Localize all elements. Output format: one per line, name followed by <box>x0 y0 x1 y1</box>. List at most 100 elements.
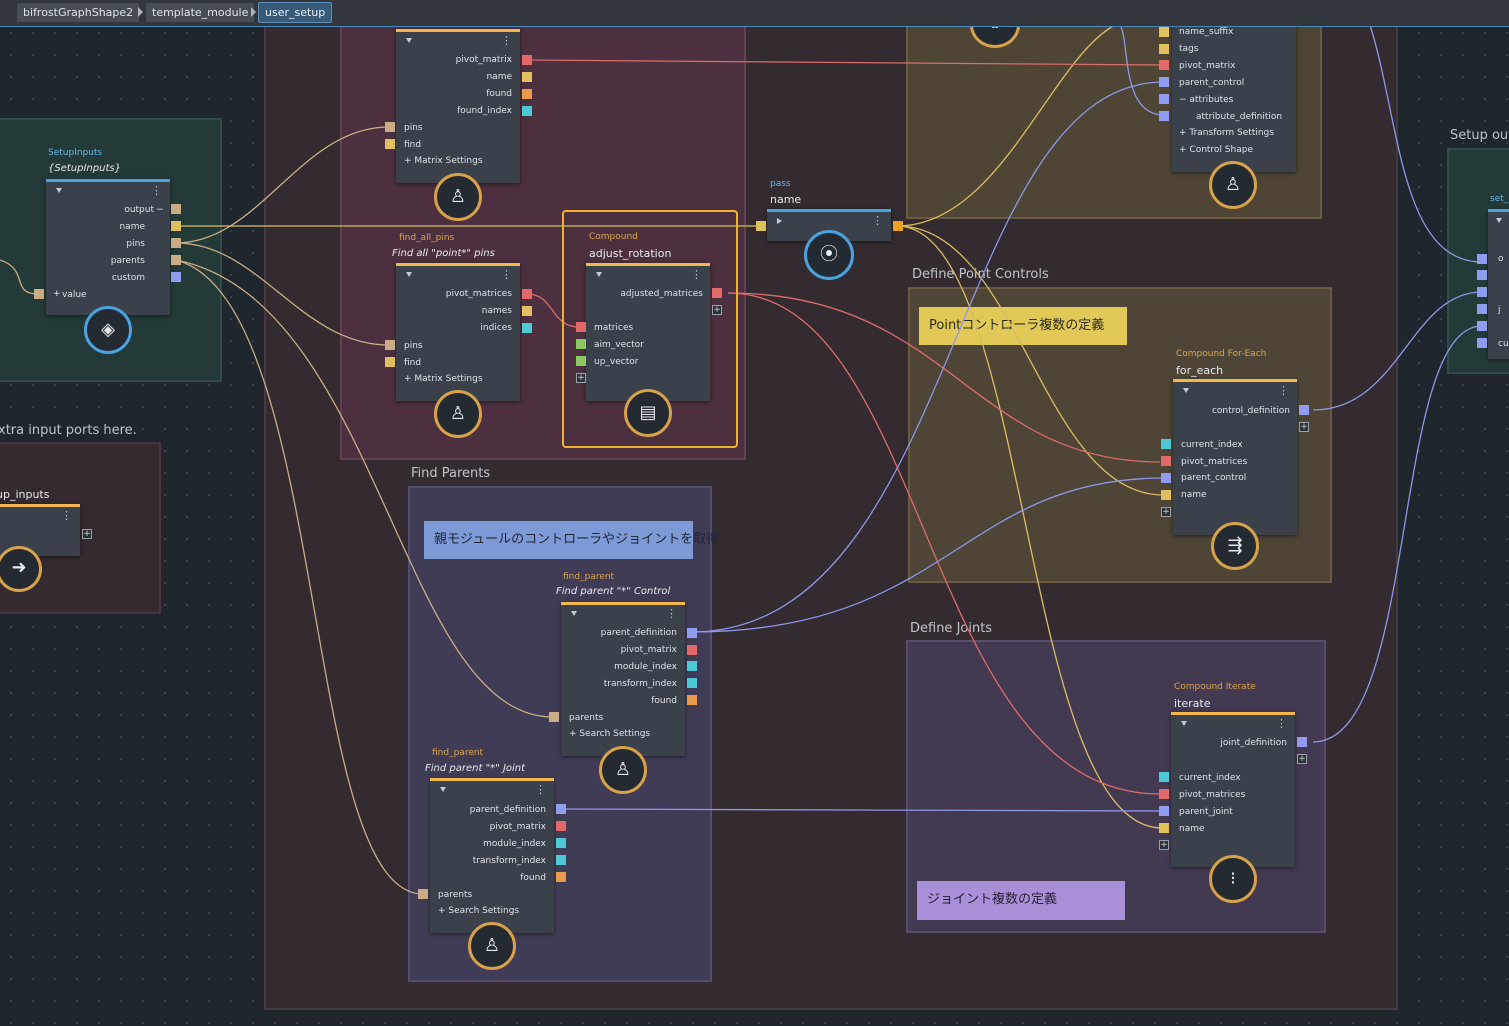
breadcrumb-item-template-module[interactable]: template_module <box>146 3 255 22</box>
setup-outputs-node[interactable] <box>1488 209 1509 359</box>
port-parents-in[interactable] <box>418 889 428 899</box>
port-pins[interactable] <box>171 238 181 248</box>
compound-icon[interactable]: ▤ <box>624 389 672 437</box>
port-name-suffix[interactable] <box>1159 27 1169 37</box>
port-name[interactable] <box>522 72 532 82</box>
port-current-index-in[interactable] <box>1159 772 1169 782</box>
collapse-triangle-icon[interactable] <box>406 272 412 277</box>
port-current-index-in[interactable] <box>1161 439 1171 449</box>
port-find-in[interactable] <box>385 357 395 367</box>
port-found[interactable] <box>556 872 566 882</box>
node-menu-icon[interactable]: ⋮ <box>1278 384 1289 397</box>
for-each-node[interactable]: ⋮ <box>1173 379 1297 535</box>
port-module-index[interactable] <box>556 838 566 848</box>
port-output[interactable] <box>171 204 181 214</box>
add-port-plus-icon[interactable]: + <box>712 305 722 315</box>
sticky-parent-module[interactable]: 親モジュールのコントローラやジョイントを取得 <box>424 521 719 559</box>
collapse-dash-icon[interactable]: − <box>1179 95 1190 105</box>
port-out-2[interactable] <box>1477 270 1487 280</box>
sticky-point-controls[interactable]: Pointコントローラ複数の定義 <box>919 307 1127 345</box>
breadcrumb-item-graph[interactable]: bifrostGraphShape2 <box>17 3 140 22</box>
port-parent-control-in[interactable] <box>1161 473 1171 483</box>
port-indices[interactable] <box>522 323 532 333</box>
node-menu-icon[interactable]: ⋮ <box>535 783 546 796</box>
add-port-plus-icon[interactable]: + <box>82 529 92 539</box>
node-menu-icon[interactable]: ⋮ <box>666 607 677 620</box>
node-menu-icon[interactable]: ⋮ <box>501 34 512 47</box>
sticky-joints[interactable]: ジョイント複数の定義 <box>917 881 1125 920</box>
foreach-icon[interactable]: ⇶ <box>1211 522 1259 570</box>
arrow-right-icon[interactable]: ➜ <box>0 546 42 592</box>
person-icon[interactable]: ♙ <box>1209 161 1257 209</box>
breadcrumb-item-user-setup[interactable]: user_setup <box>257 2 333 23</box>
port-names[interactable] <box>522 306 532 316</box>
port-module-index[interactable] <box>687 661 697 671</box>
port-parents[interactable] <box>171 255 181 265</box>
person-icon[interactable]: ♙ <box>468 922 516 970</box>
value-plus-icon[interactable]: + <box>53 289 61 299</box>
port-transform-index[interactable] <box>556 855 566 865</box>
find-parent-control-node[interactable]: ⋮ <box>561 602 685 756</box>
collapse-triangle-icon[interactable] <box>1496 218 1502 223</box>
fpc-search-settings[interactable]: + Search Settings <box>569 729 650 739</box>
find-parent-joint-node[interactable]: ⋮ <box>430 778 554 933</box>
port-name-in[interactable] <box>1159 823 1169 833</box>
node-menu-icon[interactable]: ⋮ <box>501 268 512 281</box>
port-found-index[interactable] <box>522 106 532 116</box>
port-adjusted-matrices[interactable] <box>712 288 722 298</box>
expand-triangle-icon[interactable] <box>777 218 782 224</box>
person-icon[interactable]: ♙ <box>599 746 647 794</box>
node-menu-icon[interactable]: ⋮ <box>691 268 702 281</box>
port-joint-definition[interactable] <box>1297 737 1307 747</box>
port-pivot-matrix-in[interactable] <box>1159 60 1169 70</box>
port-value[interactable] <box>34 289 44 299</box>
port-pins-in[interactable] <box>385 122 395 132</box>
port-parent-definition[interactable] <box>687 628 697 638</box>
add-port-plus-icon[interactable]: + <box>1299 422 1309 432</box>
port-out-3[interactable] <box>1477 287 1487 297</box>
node-menu-icon[interactable]: ⋮ <box>61 509 72 522</box>
diamond-icon[interactable]: ◈ <box>84 306 132 354</box>
port-tags[interactable] <box>1159 44 1169 54</box>
port-out-4[interactable] <box>1477 304 1487 314</box>
iterate-icon[interactable]: ⁝ <box>1209 855 1257 903</box>
add-input-plus-icon[interactable]: + <box>1159 840 1169 850</box>
person-icon[interactable]: ♙ <box>434 173 482 221</box>
port-attributes-in[interactable] <box>1159 94 1169 104</box>
collapse-triangle-icon[interactable] <box>1181 721 1187 726</box>
transform-settings[interactable]: + Transform Settings <box>1179 128 1274 138</box>
add-input-plus-icon[interactable]: + <box>1161 507 1171 517</box>
fpj-search-settings[interactable]: + Search Settings <box>438 906 519 916</box>
collapse-triangle-icon[interactable] <box>1183 388 1189 393</box>
collapse-triangle-icon[interactable] <box>56 188 62 193</box>
port-parent-control-in[interactable] <box>1159 77 1169 87</box>
port-found[interactable] <box>522 89 532 99</box>
port-pivot-matrices-in[interactable] <box>1159 789 1169 799</box>
port-transform-index[interactable] <box>687 678 697 688</box>
collapse-triangle-icon[interactable] <box>571 611 577 616</box>
port-pivot-matrices[interactable] <box>522 289 532 299</box>
node-menu-icon[interactable]: ⋮ <box>1276 717 1287 730</box>
port-pins-in[interactable] <box>385 340 395 350</box>
port-name[interactable] <box>171 221 181 231</box>
person-icon[interactable]: ♙ <box>434 390 482 438</box>
setup-inputs-node[interactable]: ⋮ <box>46 179 170 315</box>
node-menu-icon[interactable]: ⋮ <box>872 214 883 227</box>
create-control-node[interactable] <box>1172 0 1296 172</box>
iterate-node[interactable]: ⋮ <box>1171 712 1295 867</box>
port-custom[interactable] <box>171 272 181 282</box>
port-matrices-in[interactable] <box>576 322 586 332</box>
add-port-plus-icon[interactable]: + <box>1297 754 1307 764</box>
find-all-pins-settings[interactable]: + Matrix Settings <box>404 374 483 384</box>
node-menu-icon[interactable]: ⋮ <box>151 184 162 197</box>
port-find-in[interactable] <box>385 139 395 149</box>
port-parent-joint-in[interactable] <box>1159 806 1169 816</box>
port-pivot-matrices-in[interactable] <box>1161 456 1171 466</box>
port-aim-vector-in[interactable] <box>576 339 586 349</box>
port-name-in[interactable] <box>1161 490 1171 500</box>
port-up-vector-in[interactable] <box>576 356 586 366</box>
port-pivot-matrix[interactable] <box>522 55 532 65</box>
add-input-plus-icon[interactable]: + <box>576 373 586 383</box>
collapse-triangle-icon[interactable] <box>406 38 412 43</box>
